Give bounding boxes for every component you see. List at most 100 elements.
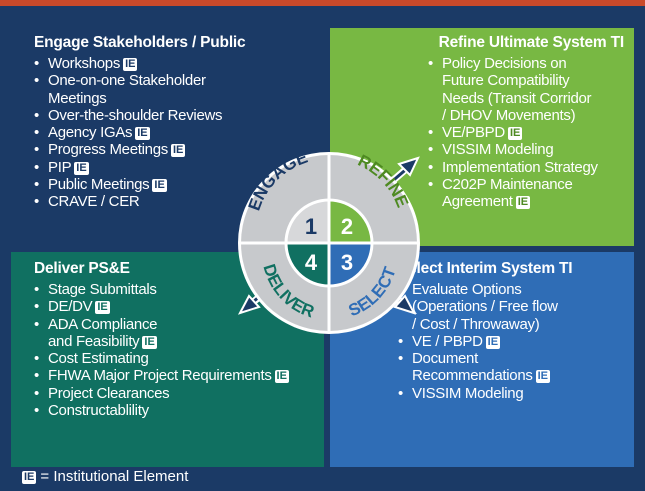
arrow-select-head [393,294,417,315]
ie-badge: IE [152,179,167,193]
ie-badge: IE [515,196,531,210]
ie-badge: IE [274,370,289,384]
ie-badge: IE [507,127,523,141]
list-item-text: Document [412,350,478,368]
deliver-list: Stage SubmittalsDE/DVIEADA Complianceand… [34,281,289,420]
wheel-q3 [329,243,372,286]
engage-title: Engage Stakeholders / Public [34,34,246,51]
list-item: Constructablility [34,402,289,420]
list-item: VISSIM Modeling [398,384,558,403]
list-item-text: Recommendations [412,367,533,385]
list-item-text: Over-the-shoulder Reviews [48,106,223,124]
list-item-text: Workshops [48,55,121,72]
list-item-text: ADA Compliance [48,315,158,333]
ie-badge: IE [485,335,501,349]
wheel-number-3: 3 [341,250,353,275]
list-item-text: Project Clearances [48,384,170,402]
list-item: Implementation Strategy [428,158,598,177]
list-item: Cost Estimating [34,350,289,368]
refine-title: Refine Ultimate System TI [438,34,625,51]
arrow-refine-head [397,156,420,177]
list-item-text: VE/PBPD [442,124,505,142]
list-item-text: Cost Estimating [48,350,149,368]
list-item-text: Meetings [48,89,107,107]
legend: IE= Institutional Element [22,468,188,485]
engage-list: WorkshopsIEOne-on-one StakeholderMeeting… [34,55,223,211]
top-accent-bar [0,0,645,6]
wheel-number-4: 4 [305,250,318,275]
list-item: VISSIM Modeling [428,141,598,159]
legend-text: = Institutional Element [40,468,189,485]
list-item-text: and Feasibility [48,332,140,350]
list-item-text: Public Meetings [48,176,150,194]
ie-badge: IE [123,58,138,71]
list-item-text: Agreement [442,193,513,211]
wheel-q1 [286,200,329,243]
ie-badge: IE [95,301,110,315]
list-item-text: Future Compatibility [442,72,570,90]
deliver-title: Deliver PS&E [34,260,130,277]
wheel-q2 [329,200,372,243]
list-item-text: / DHOV Movements) [442,106,576,124]
wheel-number-1: 1 [305,214,317,239]
ie-badge: IE [135,127,150,141]
list-item-text: VISSIM Modeling [442,141,554,159]
ie-badge: IE [142,335,157,349]
select-title: Select Interim System TI [398,260,573,277]
list-item-text: Implementation Strategy [442,158,598,176]
list-item: Over-the-shoulder Reviews [34,106,223,125]
arrow-deliver-head [237,294,261,315]
list-item: CRAVE / CER [34,193,222,211]
list-item: Project Clearances [34,384,289,403]
wheel-number-2: 2 [341,214,353,239]
list-item-text: VISSIM Modeling [412,384,524,402]
list-item-text: / Cost / Throwaway) [412,315,540,333]
list-item-text: FHWA Major Project Requirements [48,367,272,385]
ie-badge: IE [74,161,89,175]
list-item-text: Needs (Transit Corridor [442,89,592,107]
list-item-text: Constructablility [48,402,149,420]
list-item: Evaluate Options(Operations / Free flow/… [398,281,558,333]
list-item-text: (Operations / Free flow [412,298,558,316]
list-item-text: PIP [48,158,72,176]
ie-badge: IE [535,370,550,384]
wheel-q4 [286,243,329,286]
list-item-text: Progress Meetings [48,141,168,159]
list-item-text: Policy Decisions on [442,55,567,72]
list-item-text: Stage Submittals [48,281,157,298]
list-item-text: Agency IGAs [48,124,133,142]
list-item-text: C202P Maintenance [442,176,573,194]
list-item-text: One-on-one Stakeholder [48,72,206,90]
list-item: Stage Submittals [34,281,289,299]
list-item-text: DE/DV [48,298,93,316]
select-list: Evaluate Options(Operations / Free flow/… [398,281,558,402]
wheel-center [284,198,374,288]
ie-badge: IE [170,144,186,158]
